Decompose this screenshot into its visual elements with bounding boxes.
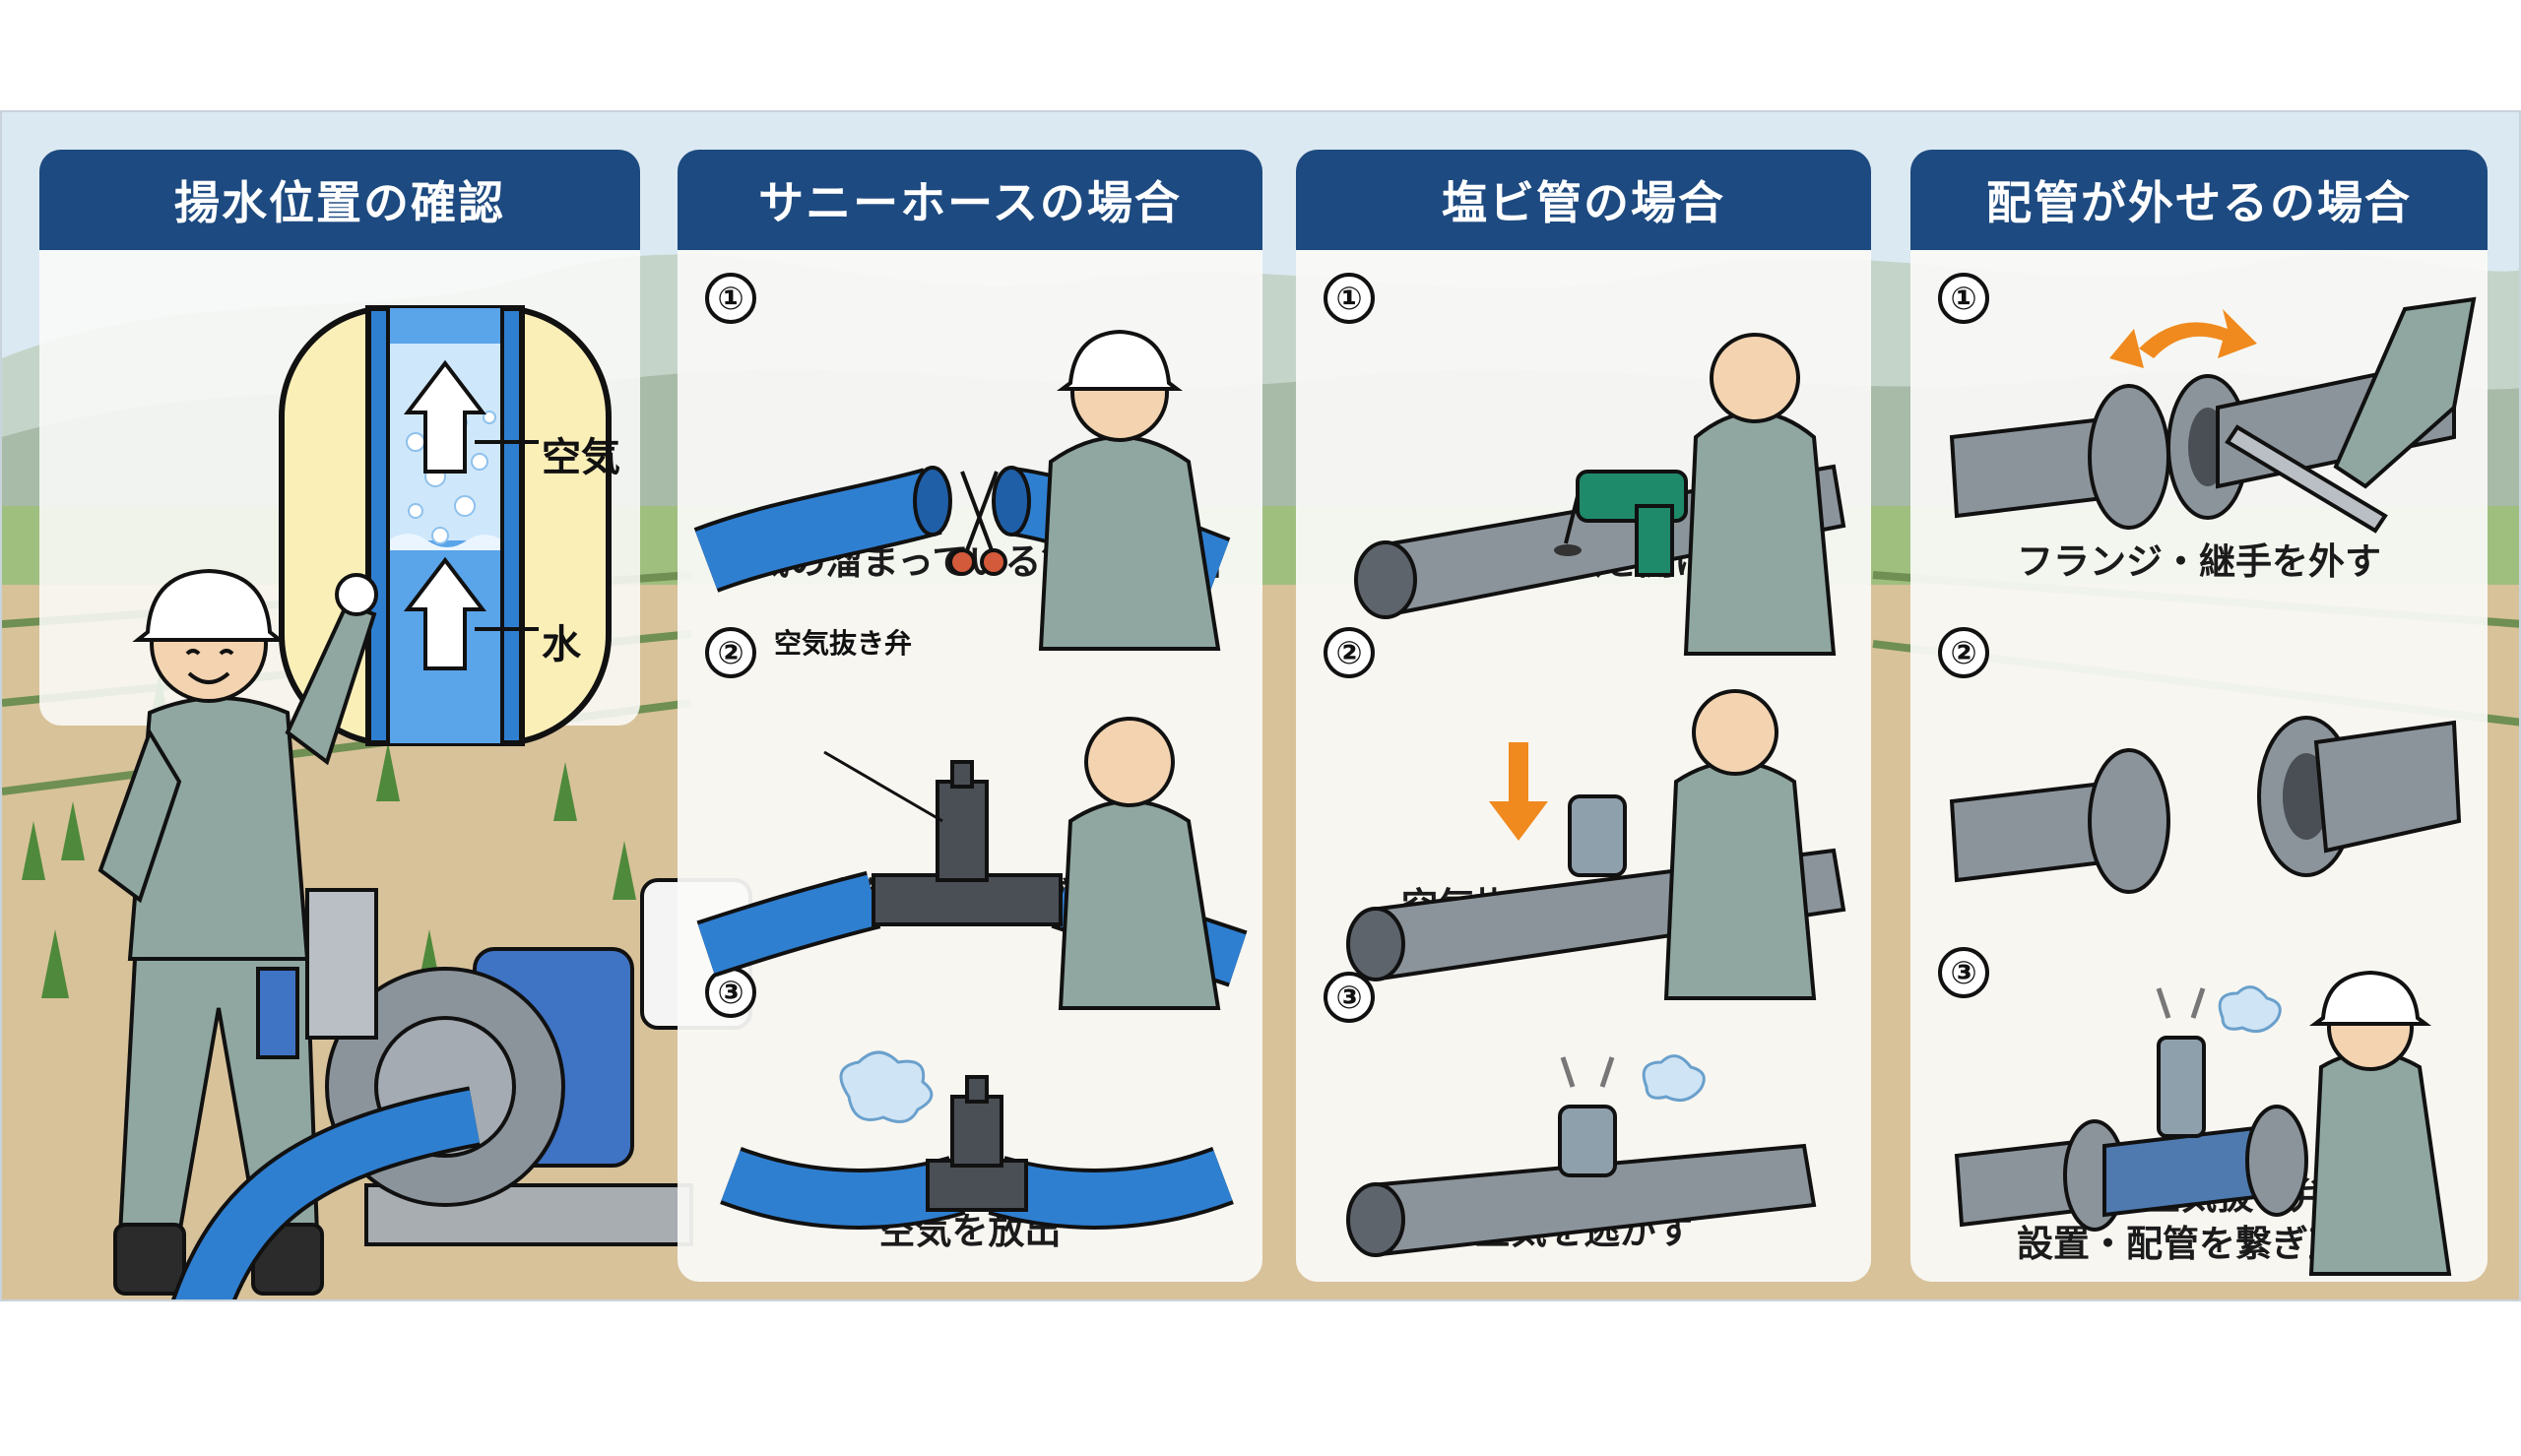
panel-title: サニーホースの場合 bbox=[678, 150, 1262, 250]
pvc-air-escape-illustration bbox=[1346, 1054, 1817, 1257]
hose-cut-illustration bbox=[693, 329, 1231, 651]
step-number: ② bbox=[1938, 627, 1989, 678]
label-air: 空気 bbox=[542, 435, 620, 480]
air-puff-icon bbox=[2218, 985, 2282, 1034]
rotate-arrows-icon bbox=[2109, 309, 2257, 368]
panel-title: 配管が外せるの場合 bbox=[1910, 150, 2488, 250]
step-number: ③ bbox=[705, 967, 756, 1018]
step-number: ① bbox=[1324, 273, 1375, 324]
up-arrow-icon bbox=[1489, 742, 1548, 841]
flange-valve-install-illustration bbox=[1954, 970, 2452, 1276]
step-caption: フランジ・継手を外す bbox=[2017, 540, 2381, 583]
hose-valve-connect-illustration bbox=[696, 717, 1248, 1010]
air-puff-icon bbox=[839, 1050, 934, 1123]
up-arrow-icon bbox=[403, 359, 487, 670]
scissors-icon bbox=[948, 471, 1007, 576]
drill-icon bbox=[1564, 470, 1688, 577]
step-number: ① bbox=[705, 273, 756, 324]
step-number: ③ bbox=[1938, 947, 1989, 998]
step-number: ③ bbox=[1324, 972, 1375, 1023]
step-number: ② bbox=[1324, 627, 1375, 678]
pvc-drill-illustration bbox=[1354, 333, 1846, 656]
hose-air-release-illustration bbox=[720, 1050, 1234, 1230]
air-puff-icon bbox=[1642, 1054, 1706, 1103]
step-number: ① bbox=[1938, 273, 1989, 324]
pvc-valve-mount-illustration bbox=[1346, 689, 1846, 1000]
step-number: ② bbox=[705, 627, 756, 678]
label-water: 水 bbox=[542, 622, 581, 667]
hard-hat-icon bbox=[132, 568, 286, 642]
panel-title: 揚水位置の確認 bbox=[39, 150, 640, 250]
flange-separated-illustration bbox=[1949, 716, 2462, 894]
flange-remove-illustration bbox=[1949, 296, 2477, 534]
illustration-stage: 揚水位置の確認 空気 水 bbox=[0, 110, 2521, 1301]
pump-hose bbox=[171, 1086, 481, 1299]
valve-callout: 空気抜き弁 bbox=[774, 627, 913, 660]
panel-title: 塩ビ管の場合 bbox=[1296, 150, 1871, 250]
wrench-icon bbox=[2225, 424, 2388, 534]
